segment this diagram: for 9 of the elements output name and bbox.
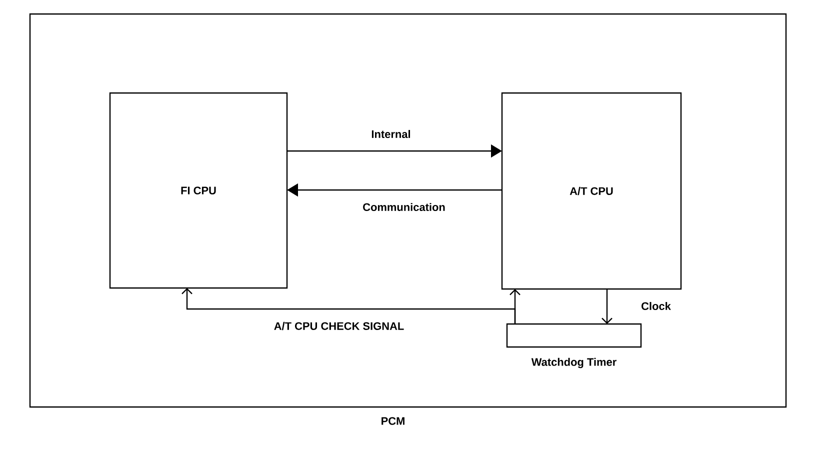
edge-label: Communication — [362, 202, 446, 212]
box-title: Watchdog Timer — [531, 358, 616, 368]
arrow — [182, 288, 516, 324]
edge-label: Clock — [640, 300, 672, 312]
cpu-box: FI CPU — [109, 92, 288, 289]
arrow — [602, 289, 612, 324]
cpu-box: A/T CPU — [501, 92, 682, 290]
edge-label: Internal — [370, 128, 412, 140]
box-title: PCM — [382, 417, 404, 425]
